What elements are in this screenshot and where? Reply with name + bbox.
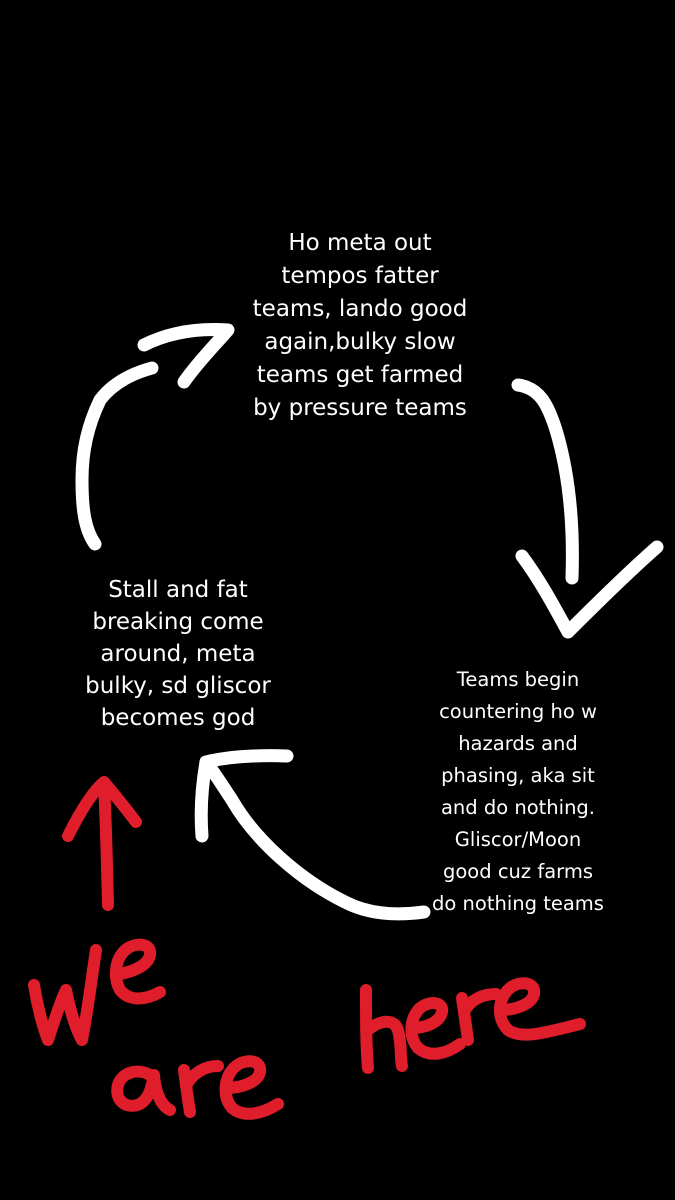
cycle-note-right: Teams begin countering ho w hazards and … <box>432 668 604 915</box>
arrow-left-to-top <box>75 323 235 551</box>
arrow-right-to-left <box>194 749 431 921</box>
red-up-arrow <box>62 776 142 911</box>
cycle-note-top: Ho meta out tempos fatter teams, lando g… <box>252 230 468 421</box>
we-are-here-handwriting <box>28 938 586 1120</box>
arrow-top-to-right <box>511 378 664 639</box>
cycle-note-left: Stall and fat breaking come around, meta… <box>85 577 271 731</box>
